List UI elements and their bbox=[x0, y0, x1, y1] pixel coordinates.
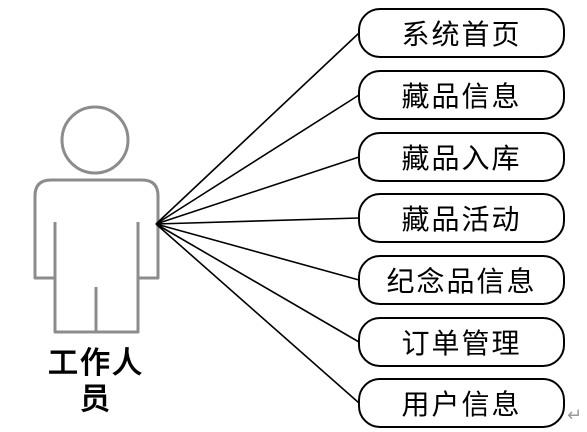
use-case-label: 藏品信息 bbox=[401, 80, 522, 113]
association-line-1 bbox=[155, 32, 360, 225]
use-case-home: 系统首页 bbox=[358, 8, 565, 58]
person-icon bbox=[33, 105, 160, 334]
use-case-label: 用户信息 bbox=[401, 388, 522, 421]
use-case-label: 藏品入库 bbox=[401, 142, 522, 175]
use-case-collection-activity: 藏品活动 bbox=[358, 193, 565, 243]
association-line-5 bbox=[155, 223, 360, 281]
actor-body bbox=[33, 178, 160, 334]
association-line-7 bbox=[155, 223, 360, 404]
actor-label: 工作人员 bbox=[48, 346, 144, 417]
use-case-label: 订单管理 bbox=[401, 327, 522, 360]
use-case-label: 藏品活动 bbox=[401, 203, 522, 236]
use-case-label: 纪念品信息 bbox=[386, 265, 537, 298]
use-case-user-info: 用户信息 bbox=[358, 378, 565, 428]
association-line-3 bbox=[155, 156, 360, 225]
use-case-collection-info: 藏品信息 bbox=[358, 70, 565, 120]
actor-head bbox=[60, 105, 130, 175]
use-case-souvenir-info: 纪念品信息 bbox=[358, 255, 565, 305]
association-line-2 bbox=[155, 94, 360, 225]
association-line-4 bbox=[155, 217, 360, 225]
paragraph-mark-icon: ↵ bbox=[567, 405, 583, 426]
use-case-label: 系统首页 bbox=[401, 18, 522, 51]
use-case-order-management: 订单管理 bbox=[358, 317, 565, 367]
association-line-6 bbox=[155, 223, 360, 343]
use-case-collection-storage: 藏品入库 bbox=[358, 132, 565, 182]
